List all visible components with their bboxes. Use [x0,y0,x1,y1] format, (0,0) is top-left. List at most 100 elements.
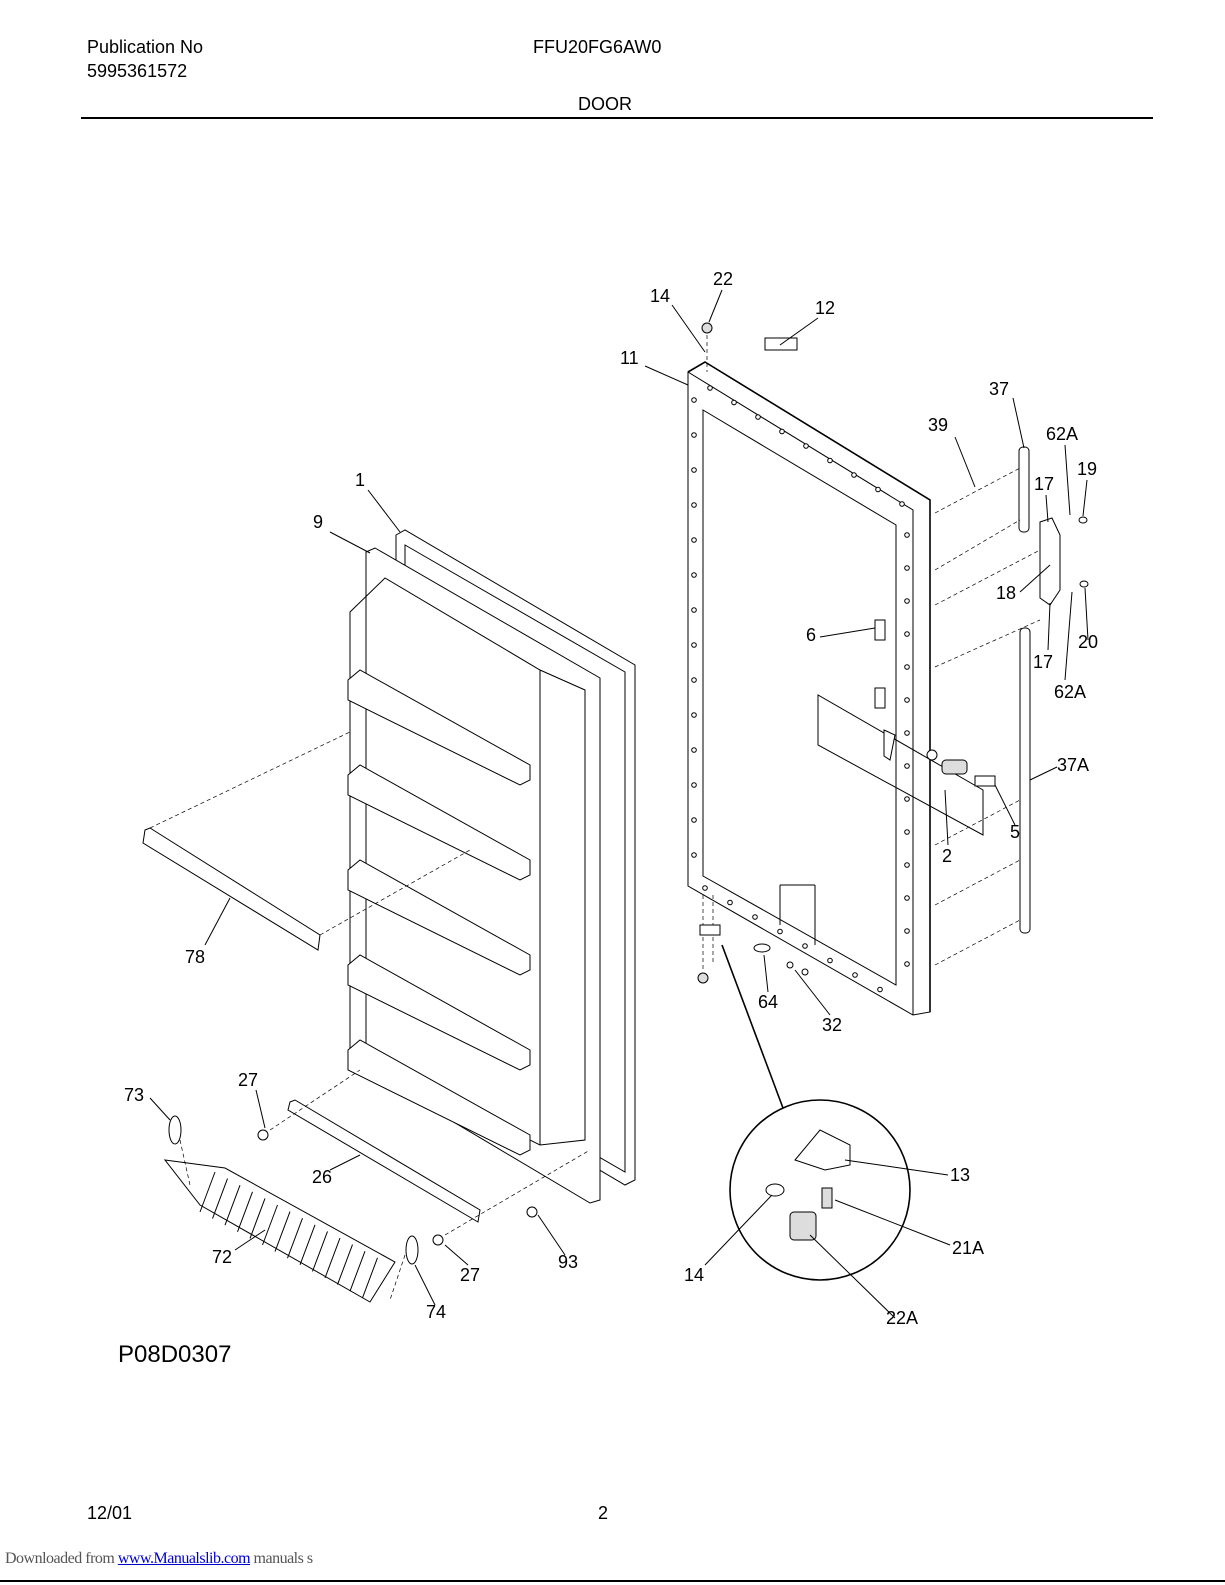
callout-78: 78 [185,947,205,967]
callout-9: 9 [313,512,323,532]
download-suffix: manuals s [253,1550,314,1567]
leader-line [708,289,723,323]
callout-73: 73 [124,1085,144,1105]
manualslib-link[interactable]: www.Manualslib.com [117,1550,251,1567]
page-number: 2 [598,1503,609,1523]
leader-line [994,784,1016,826]
door-shelf [347,1039,531,1156]
screw-hole [755,414,761,420]
screw-hole [691,467,697,473]
basket-rib [362,1257,378,1298]
download-notice: Downloaded from www.Manualslib.com manua… [5,1550,313,1568]
screw-hole [691,677,697,683]
header-divider [81,117,1153,119]
leader-line [704,1194,773,1266]
screw-hole [691,607,697,613]
screw-hole [691,782,697,788]
screw-hole [904,763,910,769]
leader-line [1019,564,1051,593]
door-liner [347,547,601,1204]
screw-hole [691,537,697,543]
callout-17: 17 [1034,474,1054,494]
screw-hole [904,598,910,604]
callout-14: 14 [650,286,670,306]
callout-27: 27 [238,1070,258,1090]
screw-hole [904,565,910,571]
callout-2: 2 [942,846,952,866]
screw-hole [904,532,910,538]
basket-rib [337,1244,353,1285]
screw-hole [691,817,697,823]
screw-hole [904,961,910,967]
leader-line [1012,397,1025,449]
basket-rib [224,1185,241,1226]
publication-label: Publication No [87,37,204,57]
screw-hole [827,957,833,964]
door-shelf [347,954,531,1071]
callout-37: 37 [989,379,1009,399]
callout-39: 39 [928,415,948,435]
leader-line [944,789,949,846]
screw-hole [691,572,697,578]
callout-37a: 37A [1057,755,1089,775]
diagram-code: P08D0307 [118,1341,231,1368]
leader-line [809,1234,896,1319]
leader-line [1064,591,1073,681]
model-number: FFU20FG6AW0 [533,37,662,57]
callout-13: 13 [950,1165,970,1185]
leader-line [671,304,706,353]
fasteners [168,1069,591,1301]
callout-22: 22 [713,269,733,289]
leader-line [255,1089,266,1129]
basket-rib [249,1198,266,1239]
shelf-rail [142,731,471,951]
footer-divider [0,1580,1225,1582]
screw-hole [904,664,910,670]
leader-line [1084,587,1089,641]
screw-hole [691,397,697,403]
basket-rib [287,1218,303,1259]
section-title: DOOR [578,94,632,114]
callout-14: 14 [684,1265,704,1285]
callout-12: 12 [815,298,835,318]
screw-hole [904,631,910,637]
basket-rib [324,1237,341,1279]
screw-hole [702,885,708,891]
screw-hole [904,697,910,703]
leader-line [1029,766,1058,781]
leader-line [763,954,769,993]
lock-assembly [817,619,996,836]
callout-11: 11 [620,348,639,368]
screw-hole [904,862,910,868]
leader-line [444,1244,469,1266]
callout-62a: 62A [1046,424,1078,444]
screw-hole [707,385,713,391]
callout-64: 64 [758,992,778,1012]
screw-hole [904,730,910,736]
callout-74: 74 [426,1302,446,1322]
screw-hole [875,486,881,493]
leader-line [329,1154,361,1171]
screw-hole [802,943,808,949]
leader-line [844,1159,949,1176]
leader-line [644,365,689,386]
leader-line [329,531,371,554]
basket-rib [299,1224,316,1265]
leader-line [819,627,876,638]
screw-hole [852,972,858,978]
basket-rib [349,1251,366,1292]
leader-line [149,1097,171,1121]
leader-line [234,1229,266,1251]
callout-22a: 22A [886,1308,918,1328]
leader-line [779,317,819,346]
basket-rib [262,1204,278,1246]
callout-6: 6 [806,625,816,645]
leader-line [414,1264,436,1306]
basket-rib [237,1191,253,1232]
door-shelf [347,764,531,881]
callout-1: 1 [355,470,365,490]
screw-hole [691,747,697,753]
leader-line [1082,479,1088,517]
screw-hole [779,428,785,435]
